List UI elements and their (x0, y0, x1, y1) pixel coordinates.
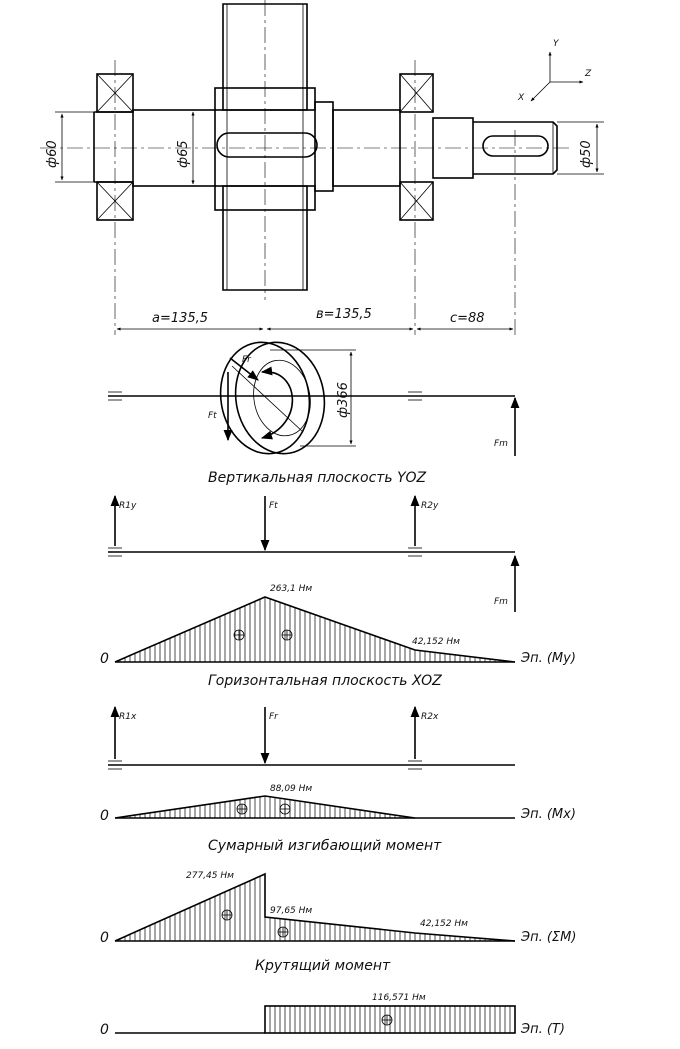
span-dimensions: a=135,5 в=135,5 c=88 (116, 307, 514, 331)
r1x-label: R1x (119, 712, 137, 722)
fr-beam-label: Fr (269, 712, 279, 722)
vertical-plane-title: Вертикальная плоскость YOZ (208, 470, 426, 486)
gear-diameter-label: ф366 (336, 382, 351, 418)
my-outline (114, 596, 516, 663)
t-hatch (269, 1006, 511, 1033)
d50-label: ф50 (579, 140, 594, 168)
my-peak-value: 263,1 Нм (270, 584, 312, 594)
gear-keyway (216, 132, 318, 158)
torque-block (264, 1005, 516, 1034)
my-zero: 0 (100, 651, 109, 667)
ft-label: Ft (208, 411, 217, 421)
axis-x-label: X (517, 93, 525, 103)
horizontal-plane-title: Горизонтальная плоскость XOZ (208, 673, 442, 689)
span-a-label: a=135,5 (152, 311, 208, 326)
shaft-output-end (473, 121, 558, 175)
mx-diagram: 0 88,09 Нм Эп. (Mx) (100, 784, 576, 824)
sum-zero: 0 (100, 930, 109, 946)
dim-d60: ф60 (45, 111, 94, 183)
dim-d50: ф50 (557, 121, 604, 175)
mx-outline (114, 795, 416, 819)
sum-diagram-label: Эп. (ΣM) (520, 930, 576, 945)
span-c-label: c=88 (450, 311, 485, 326)
d60-label: ф60 (45, 140, 60, 168)
torque-title: Крутящий момент (255, 958, 391, 974)
mx-hatch (119, 796, 411, 818)
dim-d65: ф65 (176, 111, 195, 185)
shaft-mid-section (332, 109, 401, 187)
t-value: 116,571 Нм (372, 993, 426, 1003)
output-keyway (482, 135, 549, 157)
gear-force-scheme: ф366 Fr Ft Fm (108, 341, 520, 456)
vertical-beam: R1y R2y Ft Fm (108, 494, 520, 612)
shaft-assembly: ф60 ф65 ф50 a=135,5 в=135,5 c=88 Y Z (40, 0, 604, 335)
horizontal-beam: R1x R2x Fr (108, 705, 515, 770)
left-journal (93, 111, 133, 183)
sum-peak-value: 277,45 Нм (186, 871, 234, 881)
r2y-label: R2y (421, 501, 439, 511)
mx-diagram-label: Эп. (Mx) (520, 807, 576, 822)
my-diagram-label: Эп. (My) (520, 651, 576, 666)
sum-mid-value: 97,65 Нм (270, 906, 312, 916)
sum-diagram: 0 277,45 Нм 97,65 Нм 42,152 Нм Эп. (ΣM) (100, 871, 576, 946)
shaft-left-section (132, 109, 216, 187)
axis-y-label: Y (553, 39, 560, 49)
span-b-label: в=135,5 (316, 307, 372, 322)
my-right-value: 42,152 Нм (412, 637, 460, 647)
gear-section (214, 0, 316, 300)
mx-zero: 0 (100, 808, 109, 824)
total-moment-title: Сумарный изгибающий момент (208, 838, 442, 854)
r1y-label: R1y (119, 501, 137, 511)
sum-outline (114, 872, 516, 942)
mx-peak-value: 88,09 Нм (270, 784, 312, 794)
torque-diagram: 0 116,571 Нм Эп. (T) (100, 993, 565, 1038)
my-hatch (119, 597, 511, 662)
coordinate-axes-icon: Y Z X (517, 39, 592, 103)
my-diagram: 0 263,1 Нм 42,152 Нм Эп. (My) (100, 584, 576, 667)
axis-z-label: Z (584, 69, 592, 79)
sum-right-value: 42,152 Нм (420, 919, 468, 929)
sum-hatch (119, 876, 511, 941)
fm-label-1: Fm (494, 439, 508, 449)
t-diagram-label: Эп. (T) (520, 1022, 565, 1037)
fr-label: Fr (242, 355, 252, 365)
r2x-label: R2x (421, 712, 439, 722)
right-bearing (399, 73, 434, 221)
shaft-right-step (432, 117, 474, 179)
ft-beam-label: Ft (269, 501, 278, 511)
t-zero: 0 (100, 1022, 109, 1038)
fm-label-2: Fm (494, 597, 508, 607)
d65-label: ф65 (176, 140, 191, 168)
